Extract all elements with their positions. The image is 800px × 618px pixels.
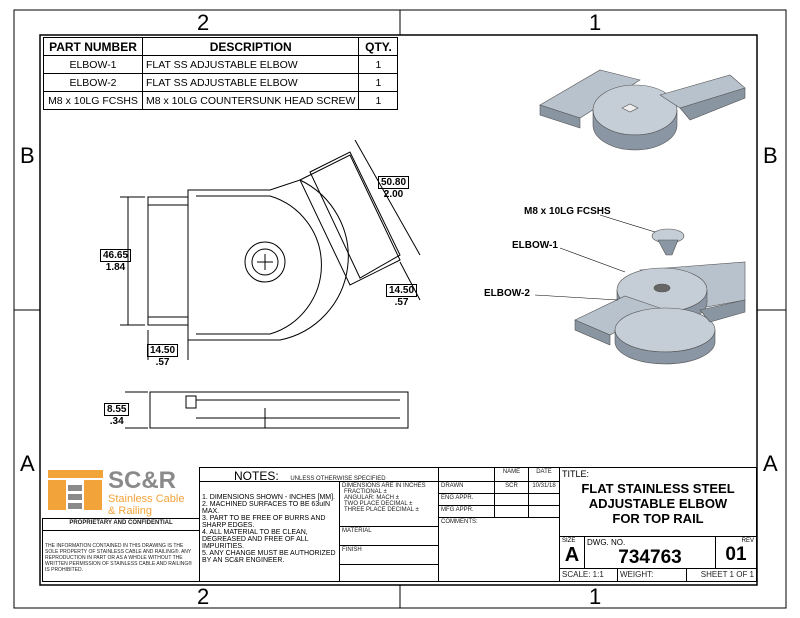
- tolerance: ANGULAR: MACH ±: [344, 495, 399, 501]
- size-value: A: [564, 544, 580, 566]
- bom-cell: 1: [358, 55, 399, 74]
- tolerance: TWO PLACE DECIMAL ±: [344, 501, 413, 507]
- rev-label: REV: [741, 538, 754, 544]
- rev-value: 01: [725, 544, 747, 565]
- zone-top-1: 1: [589, 10, 602, 35]
- dwg-label: DWG. NO.: [587, 538, 626, 547]
- dim-in: .34: [109, 416, 124, 427]
- isometric-exploded-view: [534, 214, 746, 365]
- dim-mm: 14.50: [386, 284, 418, 297]
- zone-right-a: A: [763, 451, 778, 476]
- weight: WEIGHT:: [617, 568, 687, 582]
- approval-header-blank: [438, 467, 495, 482]
- zone-left-a: A: [20, 451, 35, 476]
- size-label: SIZE: [562, 538, 576, 544]
- dim-mm: 14.50: [147, 344, 179, 357]
- note: 5. ANY CHANGE MUST BE AUTHORIZED BY AN S…: [202, 550, 336, 564]
- dwg-number: 734763: [618, 547, 682, 568]
- note: 1. DIMENSIONS SHOWN - INCHES [MM].: [202, 494, 336, 501]
- blank-field: [339, 564, 439, 582]
- scale: SCALE: 1:1: [559, 568, 618, 582]
- logo-line1: Stainless Cable: [108, 493, 185, 505]
- note: 3. PART TO BE FREE OF BURRS AND SHARP ED…: [202, 515, 326, 529]
- zone-top-2: 2: [197, 10, 210, 35]
- dim-mm: 8.55: [104, 403, 130, 416]
- bom-cell: FLAT SS ADJUSTABLE ELBOW: [141, 73, 360, 92]
- comments-field: COMMENTS:: [438, 517, 560, 582]
- title-label: TITLE:: [562, 469, 590, 479]
- zone-right-b: B: [763, 143, 778, 168]
- note: 2. MACHINED SURFACES TO BE 63uIN MAX.: [202, 501, 331, 515]
- bom-header: DESCRIPTION: [141, 37, 360, 56]
- unless-label: UNLESS OTHERWISE SPECIFIED: [290, 476, 386, 482]
- bom-cell: M8 x 10LG COUNTERSUNK HEAD SCREW: [141, 91, 360, 110]
- notes-label: NOTES:: [234, 469, 279, 483]
- bom-cell: 1: [358, 73, 399, 92]
- zone-bottom-1: 1: [589, 584, 602, 609]
- dim-in: 2.00: [383, 189, 404, 200]
- dimension-8-55: 8.55.34: [104, 403, 130, 427]
- logo-line2: & Railing: [108, 505, 153, 517]
- dim-mm: 50.80: [378, 176, 410, 189]
- finish-field: FINISH: [339, 545, 439, 565]
- sheet: SHEET 1 OF 1: [686, 568, 757, 582]
- bom-header: PART NUMBER: [43, 37, 143, 56]
- bom-cell: ELBOW-2: [43, 73, 143, 92]
- side-view: [125, 391, 409, 429]
- note: 4. ALL MATERIAL TO BE CLEAN, DEGREASED A…: [202, 529, 309, 550]
- callout-screw: M8 x 10LG FCSHS: [524, 206, 611, 217]
- logo-mark: [48, 470, 103, 510]
- callout-elbow-2: ELBOW-2: [484, 288, 530, 299]
- zone-bottom-2: 2: [197, 584, 210, 609]
- company-logo: SC&R Stainless Cable & Railing: [42, 467, 200, 517]
- title-line: FLAT STAINLESS STEEL: [581, 481, 735, 496]
- zone-left-b: B: [20, 143, 35, 168]
- tolerance: DIMENSIONS ARE IN INCHES: [342, 483, 426, 489]
- tolerance: FRACTIONAL ±: [344, 489, 387, 495]
- bom-cell: ELBOW-1: [43, 55, 143, 74]
- bom-cell: 1: [358, 91, 399, 110]
- date-header: DATE: [528, 467, 560, 482]
- callout-elbow-1: ELBOW-1: [512, 240, 558, 251]
- dim-in: .57: [155, 357, 170, 368]
- isometric-assembled-view: [539, 69, 746, 151]
- dim-in: .57: [394, 297, 409, 308]
- logo-name: SC&R: [108, 467, 177, 494]
- notes-list: 1. DIMENSIONS SHOWN - INCHES [MM].2. MAC…: [199, 481, 340, 582]
- tolerance: THREE PLACE DECIMAL ±: [344, 507, 419, 513]
- material-field: MATERIAL: [339, 526, 439, 546]
- disclaimer: THE INFORMATION CONTAINED IN THIS DRAWIN…: [42, 530, 200, 582]
- top-view: [120, 139, 421, 360]
- dim-mm: 46.65: [100, 249, 132, 262]
- bom-header: QTY.: [358, 37, 399, 56]
- title-line: ADJUSTABLE ELBOW: [588, 496, 728, 511]
- dimension-14-50-bottom: 14.50.57: [147, 344, 179, 368]
- title-line: FOR TOP RAIL: [612, 511, 704, 526]
- dwg-no-box: DWG. NO.734763: [584, 536, 716, 569]
- dimension-14-50-right: 14.50.57: [386, 284, 418, 308]
- bom-cell: FLAT SS ADJUSTABLE ELBOW: [141, 55, 360, 74]
- bom-cell: M8 x 10LG FCSHS: [43, 91, 143, 110]
- dim-in: 1.84: [105, 262, 126, 273]
- name-header: NAME: [494, 467, 529, 482]
